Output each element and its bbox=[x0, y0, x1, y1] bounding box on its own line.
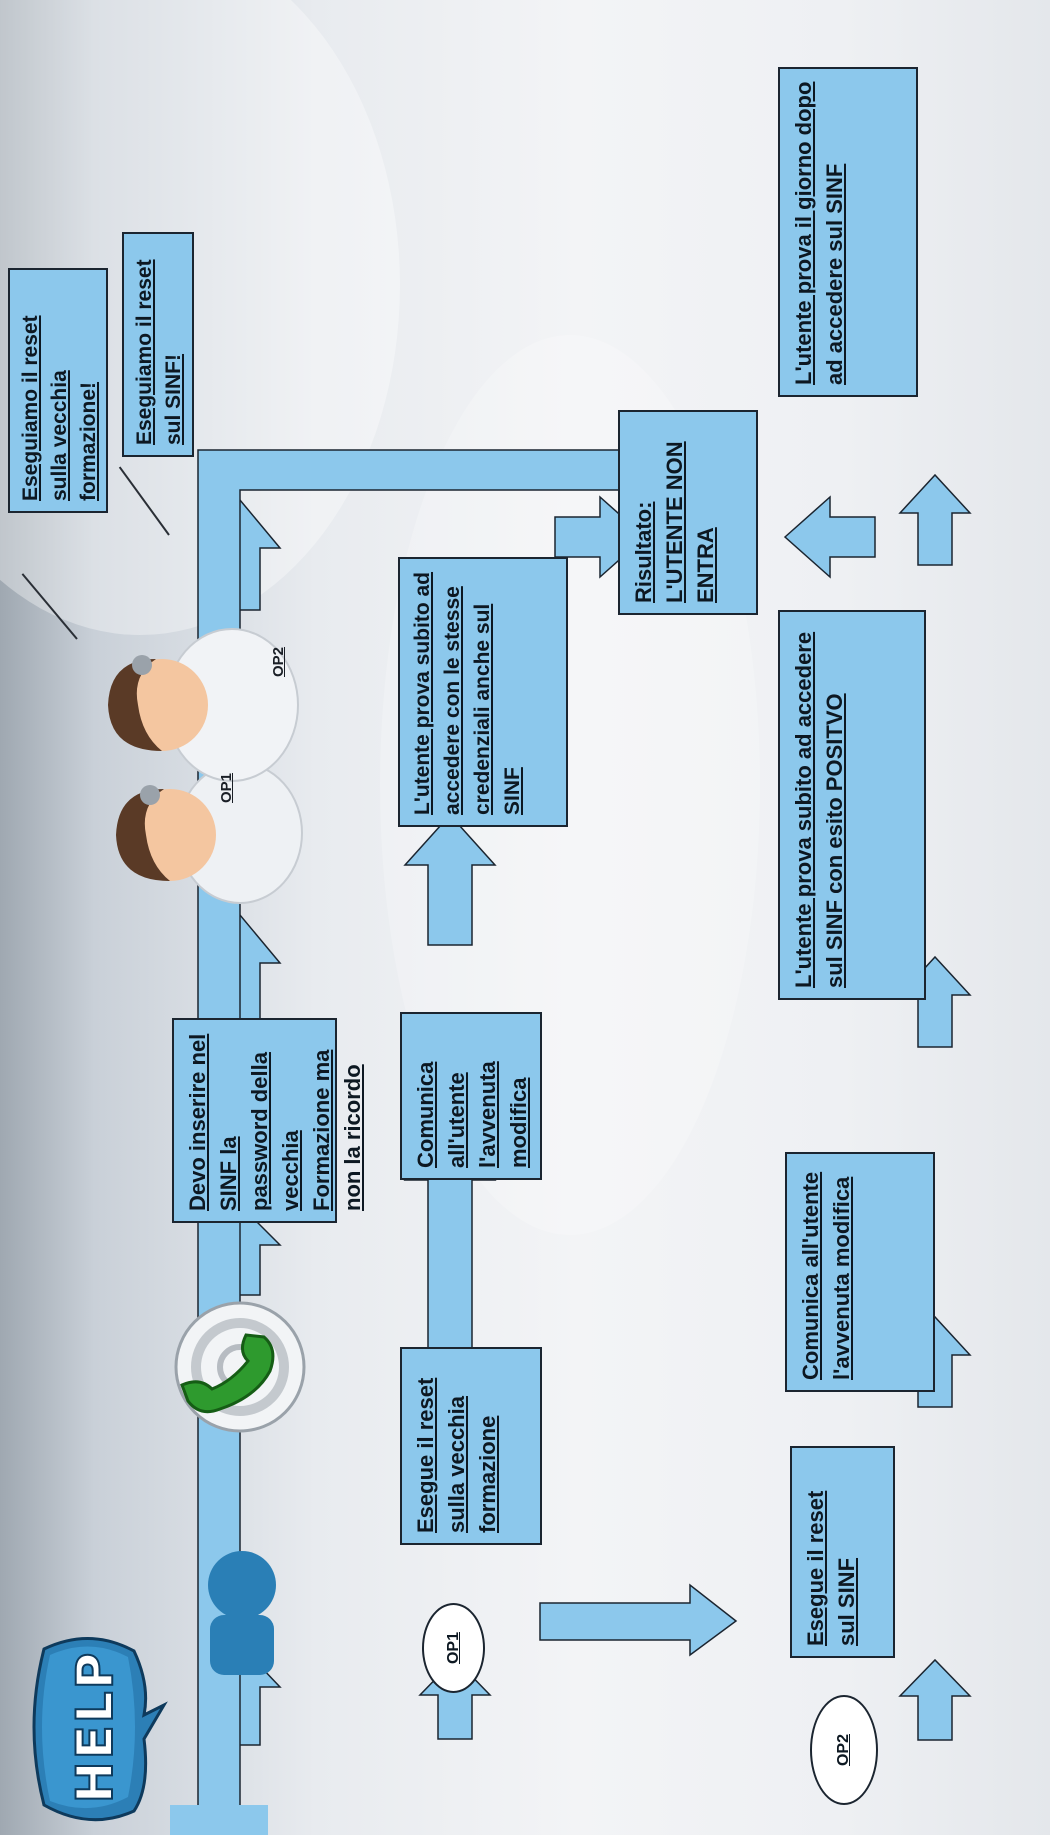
op1-start-oval: OP1 bbox=[422, 1603, 485, 1693]
arrow-right bbox=[898, 473, 972, 566]
telephone-icon bbox=[160, 1297, 320, 1437]
op2-reset-box: Esegue il reset sul SINF bbox=[790, 1446, 895, 1658]
op2-notify-box: Comunica all'utente l'avvenuta modifica bbox=[785, 1152, 935, 1392]
help-speech-bubble-icon: HELP bbox=[30, 1627, 168, 1827]
arrow-up bbox=[783, 495, 876, 579]
user-request-box: Devo inserire nel SINF la password della… bbox=[172, 1018, 365, 1223]
operators-headset-icon bbox=[80, 610, 310, 915]
return-arrow-back bbox=[539, 1583, 780, 1835]
op1-notify-box: Comunica all'utente l'avvenuta modifica bbox=[400, 1012, 542, 1180]
op2-callout-box: Eseguiamo il reset sul SINF! bbox=[122, 232, 194, 457]
arrow-right bbox=[403, 813, 497, 946]
op2-start-oval: OP2 bbox=[810, 1695, 878, 1805]
operator2-tag: OP2 bbox=[270, 646, 287, 677]
operator1-tag: OP1 bbox=[218, 772, 235, 803]
op2-user-try-now-box: L'utente prova subito ad accedere sul SI… bbox=[778, 610, 926, 1000]
op2-user-try-next-day-box: L'utente prova il giorno dopo ad acceder… bbox=[778, 67, 918, 397]
svg-text:HELP: HELP bbox=[66, 1651, 124, 1804]
result-box: Risultato: L'UTENTE NON ENTRA bbox=[618, 410, 758, 615]
return-line-left bbox=[575, 1805, 745, 1835]
user-silhouette-icon bbox=[190, 1535, 295, 1685]
op1-user-try-box: L'utente prova subito ad accedere con le… bbox=[398, 557, 568, 827]
op1-callout-box: Eseguiamo il reset sulla vecchia formazi… bbox=[8, 268, 108, 513]
op1-reset-box: Esegue il reset sulla vecchia formazione bbox=[400, 1347, 542, 1545]
arrow-right bbox=[898, 1658, 972, 1741]
